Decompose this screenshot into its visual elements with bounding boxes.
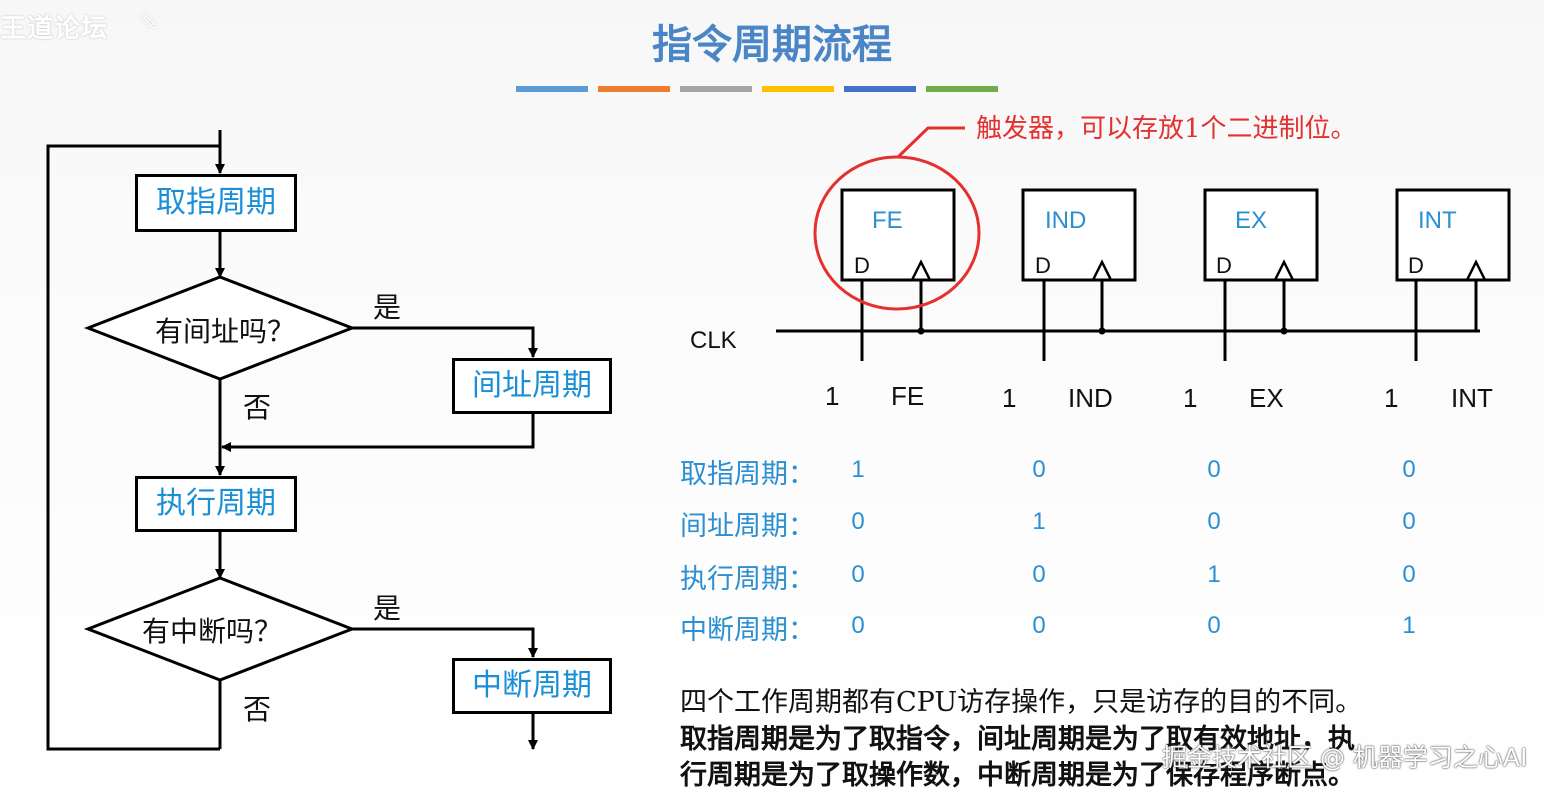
title-bar-1 bbox=[516, 86, 588, 92]
no-label-indirect: 否 bbox=[243, 391, 272, 424]
forum-watermark: 王道论坛 bbox=[0, 14, 109, 44]
cell-interrupt-ex: 0 bbox=[1207, 612, 1221, 639]
signal-target-int: INT bbox=[1451, 383, 1493, 413]
cell-indirect-ex: 0 bbox=[1207, 508, 1221, 535]
signal-prefix-ind: 1 bbox=[1002, 383, 1017, 413]
ff-d-fe: D bbox=[854, 253, 870, 278]
title-bar-3 bbox=[680, 86, 752, 92]
ff-label-fe: FE bbox=[872, 207, 903, 234]
signal-target-fe: FE bbox=[891, 381, 925, 411]
cell-execute-fe: 0 bbox=[851, 561, 865, 588]
yes-label-interrupt: 是 bbox=[373, 592, 402, 625]
site-watermark: 掘金技术社区 @ 机器学习之心AI bbox=[1162, 743, 1528, 772]
ff-box-ex bbox=[1203, 188, 1319, 282]
title-bar-4 bbox=[762, 86, 834, 92]
signal-prefix-fe: 1 bbox=[825, 381, 840, 411]
flipflop-annotation: 触发器，可以存放1个二进制位。 bbox=[976, 114, 1357, 144]
execute-cycle-box: 执行周期 bbox=[135, 476, 297, 532]
ff-label-ex: EX bbox=[1235, 207, 1268, 234]
cell-fetch-fe: 1 bbox=[851, 456, 865, 483]
row-label-interrupt: 中断周期： bbox=[680, 615, 815, 646]
ff-d-ex: D bbox=[1216, 253, 1232, 278]
cell-interrupt-int: 1 bbox=[1402, 612, 1416, 639]
note-line-3: 行周期是为了取操作数，中断周期是为了保存程序断点。 bbox=[680, 760, 1355, 791]
no-label-interrupt: 否 bbox=[243, 693, 272, 726]
signal-target-ind: IND bbox=[1068, 383, 1113, 413]
decision-indirect-label: 有间址吗？ bbox=[155, 315, 296, 348]
title-bar-5 bbox=[844, 86, 916, 92]
clk-label: CLK bbox=[690, 327, 737, 354]
flipflop-circuit bbox=[776, 126, 1511, 361]
title-bar-6 bbox=[926, 86, 998, 92]
cell-indirect-ind: 1 bbox=[1032, 508, 1046, 535]
cell-interrupt-ind: 0 bbox=[1032, 612, 1046, 639]
signal-target-ex: EX bbox=[1249, 383, 1284, 413]
flowchart-connectors bbox=[46, 130, 538, 751]
row-label-fetch: 取指周期： bbox=[680, 459, 815, 490]
page-title: 指令周期流程 bbox=[652, 21, 892, 68]
ff-box-int bbox=[1395, 188, 1511, 282]
decision-interrupt-label: 有中断吗？ bbox=[142, 615, 283, 648]
signal-prefix-ex: 1 bbox=[1183, 383, 1198, 413]
cell-execute-ind: 0 bbox=[1032, 561, 1046, 588]
title-bar-2 bbox=[598, 86, 670, 92]
title-color-bars bbox=[516, 86, 998, 92]
ff-d-int: D bbox=[1408, 253, 1424, 278]
ff-box-fe bbox=[840, 188, 956, 282]
cell-execute-ex: 1 bbox=[1207, 561, 1221, 588]
row-label-execute: 执行周期： bbox=[680, 564, 815, 595]
ff-label-ind: IND bbox=[1045, 207, 1087, 234]
ff-box-ind bbox=[1021, 188, 1137, 282]
note-line-1: 四个工作周期都有CPU访存操作，只是访存的目的不同。 bbox=[680, 687, 1363, 718]
cell-fetch-ex: 0 bbox=[1207, 456, 1221, 483]
interrupt-cycle-box: 中断周期 bbox=[452, 658, 612, 714]
fetch-cycle-box: 取指周期 bbox=[135, 174, 297, 232]
indirect-cycle-box: 间址周期 bbox=[452, 358, 612, 414]
ff-label-int: INT bbox=[1418, 207, 1457, 234]
cell-execute-int: 0 bbox=[1402, 561, 1416, 588]
yes-label-indirect: 是 bbox=[373, 291, 402, 324]
row-label-indirect: 间址周期： bbox=[680, 511, 815, 542]
cell-interrupt-fe: 0 bbox=[851, 612, 865, 639]
ff-d-ind: D bbox=[1035, 253, 1051, 278]
cell-fetch-ind: 0 bbox=[1032, 456, 1046, 483]
note-line-2: 取指周期是为了取指令，间址周期是为了取有效地址，执 bbox=[680, 724, 1355, 755]
signal-prefix-int: 1 bbox=[1384, 383, 1399, 413]
cell-indirect-fe: 0 bbox=[851, 508, 865, 535]
watermark-logo-icon: ✎ bbox=[138, 8, 160, 38]
cell-fetch-int: 0 bbox=[1402, 456, 1416, 483]
highlight-circle bbox=[813, 126, 981, 311]
cell-indirect-int: 0 bbox=[1402, 508, 1416, 535]
